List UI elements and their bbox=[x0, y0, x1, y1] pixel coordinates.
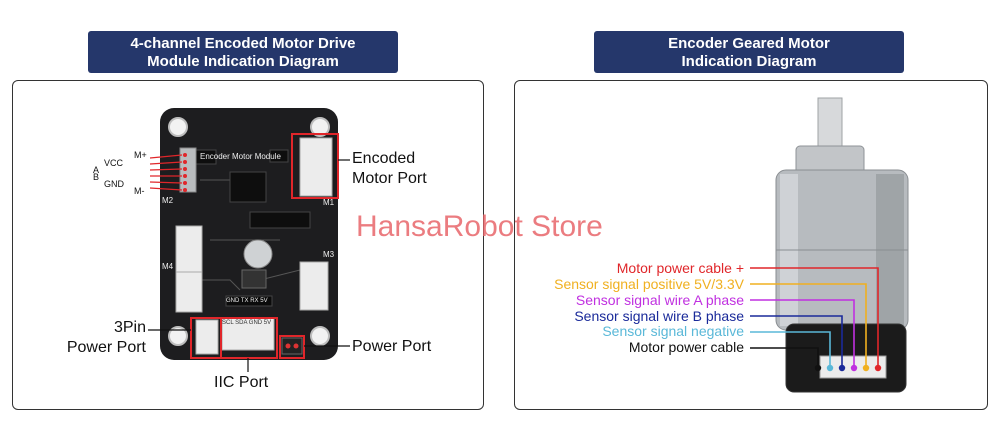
wire-leader-0 bbox=[750, 267, 879, 366]
encoded-motor-port-label: Encoded Motor Port bbox=[352, 149, 427, 189]
board-module-label: Encoder Motor Module bbox=[200, 152, 281, 161]
wire-label-sensor-negative: Sensor signal negative bbox=[602, 323, 744, 339]
left-title-line1: 4-channel Encoded Motor Drive bbox=[130, 35, 356, 52]
pin3-power-port-label: 3Pin Power Port bbox=[52, 318, 146, 358]
wire-label-motor-power-plus: Motor power cable + bbox=[616, 260, 744, 276]
wire-label-sensor-positive: Sensor signal positive 5V/3.3V bbox=[554, 276, 744, 292]
port-label-m4: M4 bbox=[162, 262, 174, 271]
pin-label-vcc: VCC bbox=[104, 158, 124, 168]
mounting-holes bbox=[168, 117, 330, 346]
iic-port-label: IIC Port bbox=[214, 374, 269, 391]
pin-label-m-minus: M- bbox=[134, 186, 145, 196]
port-label-m3: M3 bbox=[323, 250, 335, 259]
wire-dot-4 bbox=[826, 364, 834, 372]
wire-label-sensor-a-phase: Sensor signal wire A phase bbox=[575, 292, 744, 308]
pin3-power-port-line1: 3Pin bbox=[113, 319, 146, 336]
wire-leader-1 bbox=[750, 283, 867, 366]
encoded-motor-port-line2: Motor Port bbox=[352, 170, 427, 187]
iic-header-label: SCL SDA GND 5V bbox=[222, 320, 272, 326]
wire-dot-3 bbox=[838, 364, 846, 372]
wire-label-sensor-b-phase: Sensor signal wire B phase bbox=[574, 308, 744, 324]
wire-leader-2 bbox=[750, 299, 855, 366]
pin3-power-port-line2: Power Port bbox=[66, 339, 146, 356]
pin-label-gnd: GND bbox=[104, 179, 124, 189]
wire-leader-5 bbox=[750, 347, 819, 366]
port-label-m1: M1 bbox=[323, 198, 335, 207]
wire-dot-5 bbox=[814, 364, 822, 372]
left-panel-title: 4-channel Encoded Motor Drive Module Ind… bbox=[88, 31, 398, 73]
wire-dot-0 bbox=[874, 364, 882, 372]
right-panel-title: Encoder Geared Motor Indication Diagram bbox=[594, 31, 904, 73]
wire-label-motor-power-minus: Motor power cable bbox=[628, 339, 744, 355]
left-title-line2: Module Indication Diagram bbox=[147, 53, 339, 70]
right-diagram-panel bbox=[514, 80, 988, 410]
right-title-line1: Encoder Geared Motor bbox=[668, 35, 830, 52]
store-watermark: HansaRobot Store bbox=[356, 210, 603, 243]
right-title-line2: Indication Diagram bbox=[681, 53, 817, 70]
power-port-label: Power Port bbox=[352, 338, 432, 355]
wire-leader-3 bbox=[750, 315, 843, 366]
wire-dot-1 bbox=[862, 364, 870, 372]
encoded-motor-port-line1: Encoded bbox=[352, 150, 416, 167]
pin-label-a: A bbox=[93, 165, 100, 175]
wire-dot-2 bbox=[850, 364, 858, 372]
pin-label-b: B bbox=[93, 172, 100, 182]
port-label-m2: M2 bbox=[162, 196, 174, 205]
uart-header-label: GND TX RX 5V bbox=[226, 298, 268, 304]
pin-label-m-plus: M+ bbox=[134, 150, 147, 160]
wire-leader-4 bbox=[750, 331, 831, 366]
